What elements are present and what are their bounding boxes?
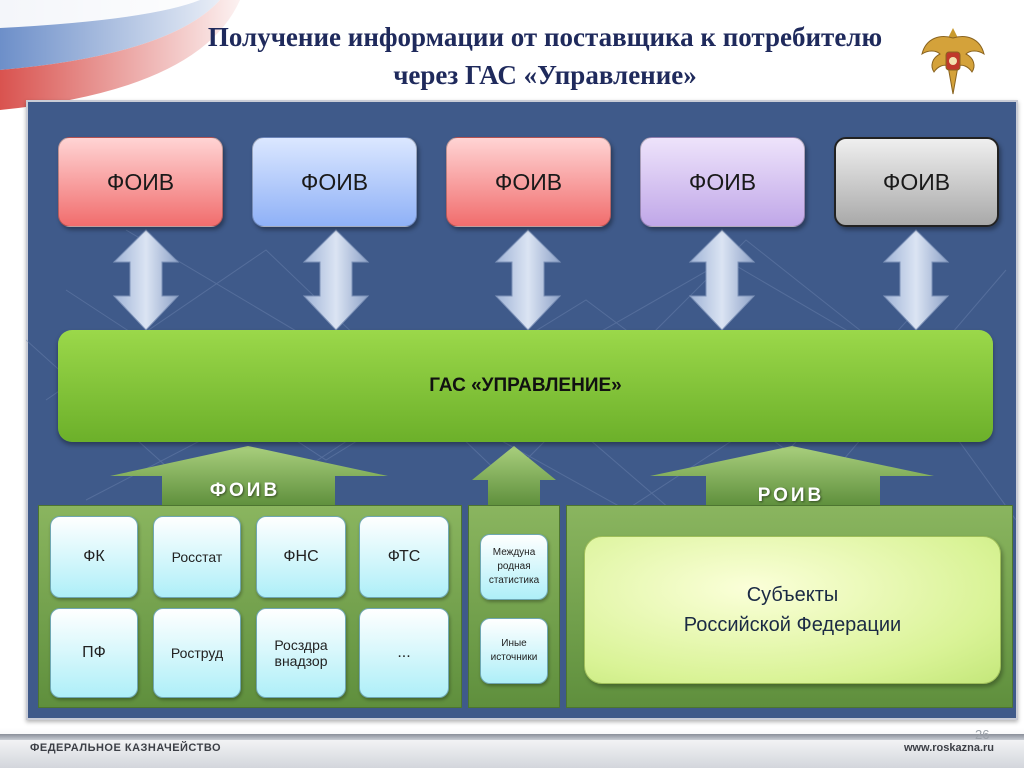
- source-other: Иные источники: [480, 618, 548, 684]
- title-line-1: Получение информации от поставщика к пот…: [207, 22, 883, 52]
- source-roszdravnadzor: Росздра внадзор: [256, 608, 346, 698]
- source-more: ...: [359, 608, 449, 698]
- page-number: 26: [975, 727, 990, 742]
- source-rostrud: Роструд: [153, 608, 241, 698]
- page-title: Получение информации от поставщика к пот…: [120, 18, 970, 94]
- subjects-line-1: Субъекты: [746, 584, 839, 606]
- source-international-statistics: Междуна родная статистика: [480, 534, 548, 600]
- footer-organization: ФЕДЕРАЛЬНОЕ КАЗНАЧЕЙСТВО: [30, 742, 222, 754]
- roiv-arrow-label: РОИВ: [757, 485, 825, 506]
- source-rosstat: Росстат: [153, 516, 241, 598]
- title-line-2: через ГАС «Управление»: [393, 60, 697, 90]
- source-fk: ФК: [50, 516, 138, 598]
- subjects-of-federation-box: Субъекты Российской Федерации: [584, 536, 1001, 684]
- foiv-box-5: ФОИВ: [834, 137, 999, 227]
- emblem-icon: [921, 28, 985, 95]
- footer-website-link[interactable]: www.roskazna.ru: [903, 742, 994, 754]
- foiv-box-3: ФОИВ: [446, 137, 611, 227]
- foiv-box-1: ФОИВ: [58, 137, 223, 227]
- source-pf: ПФ: [50, 608, 138, 698]
- source-fts: ФТС: [359, 516, 449, 598]
- double-arrow-icon: [112, 229, 950, 331]
- foiv-box-2: ФОИВ: [252, 137, 417, 227]
- foiv-arrow-label: ФОИВ: [209, 480, 281, 501]
- gas-upravlenie-bar: ГАС «УПРАВЛЕНИЕ»: [58, 330, 993, 442]
- subjects-line-2: Российской Федерации: [683, 614, 902, 636]
- footer-divider: [0, 734, 1024, 740]
- up-arrow-icon: [110, 446, 934, 508]
- source-fns: ФНС: [256, 516, 346, 598]
- foiv-box-4: ФОИВ: [640, 137, 805, 227]
